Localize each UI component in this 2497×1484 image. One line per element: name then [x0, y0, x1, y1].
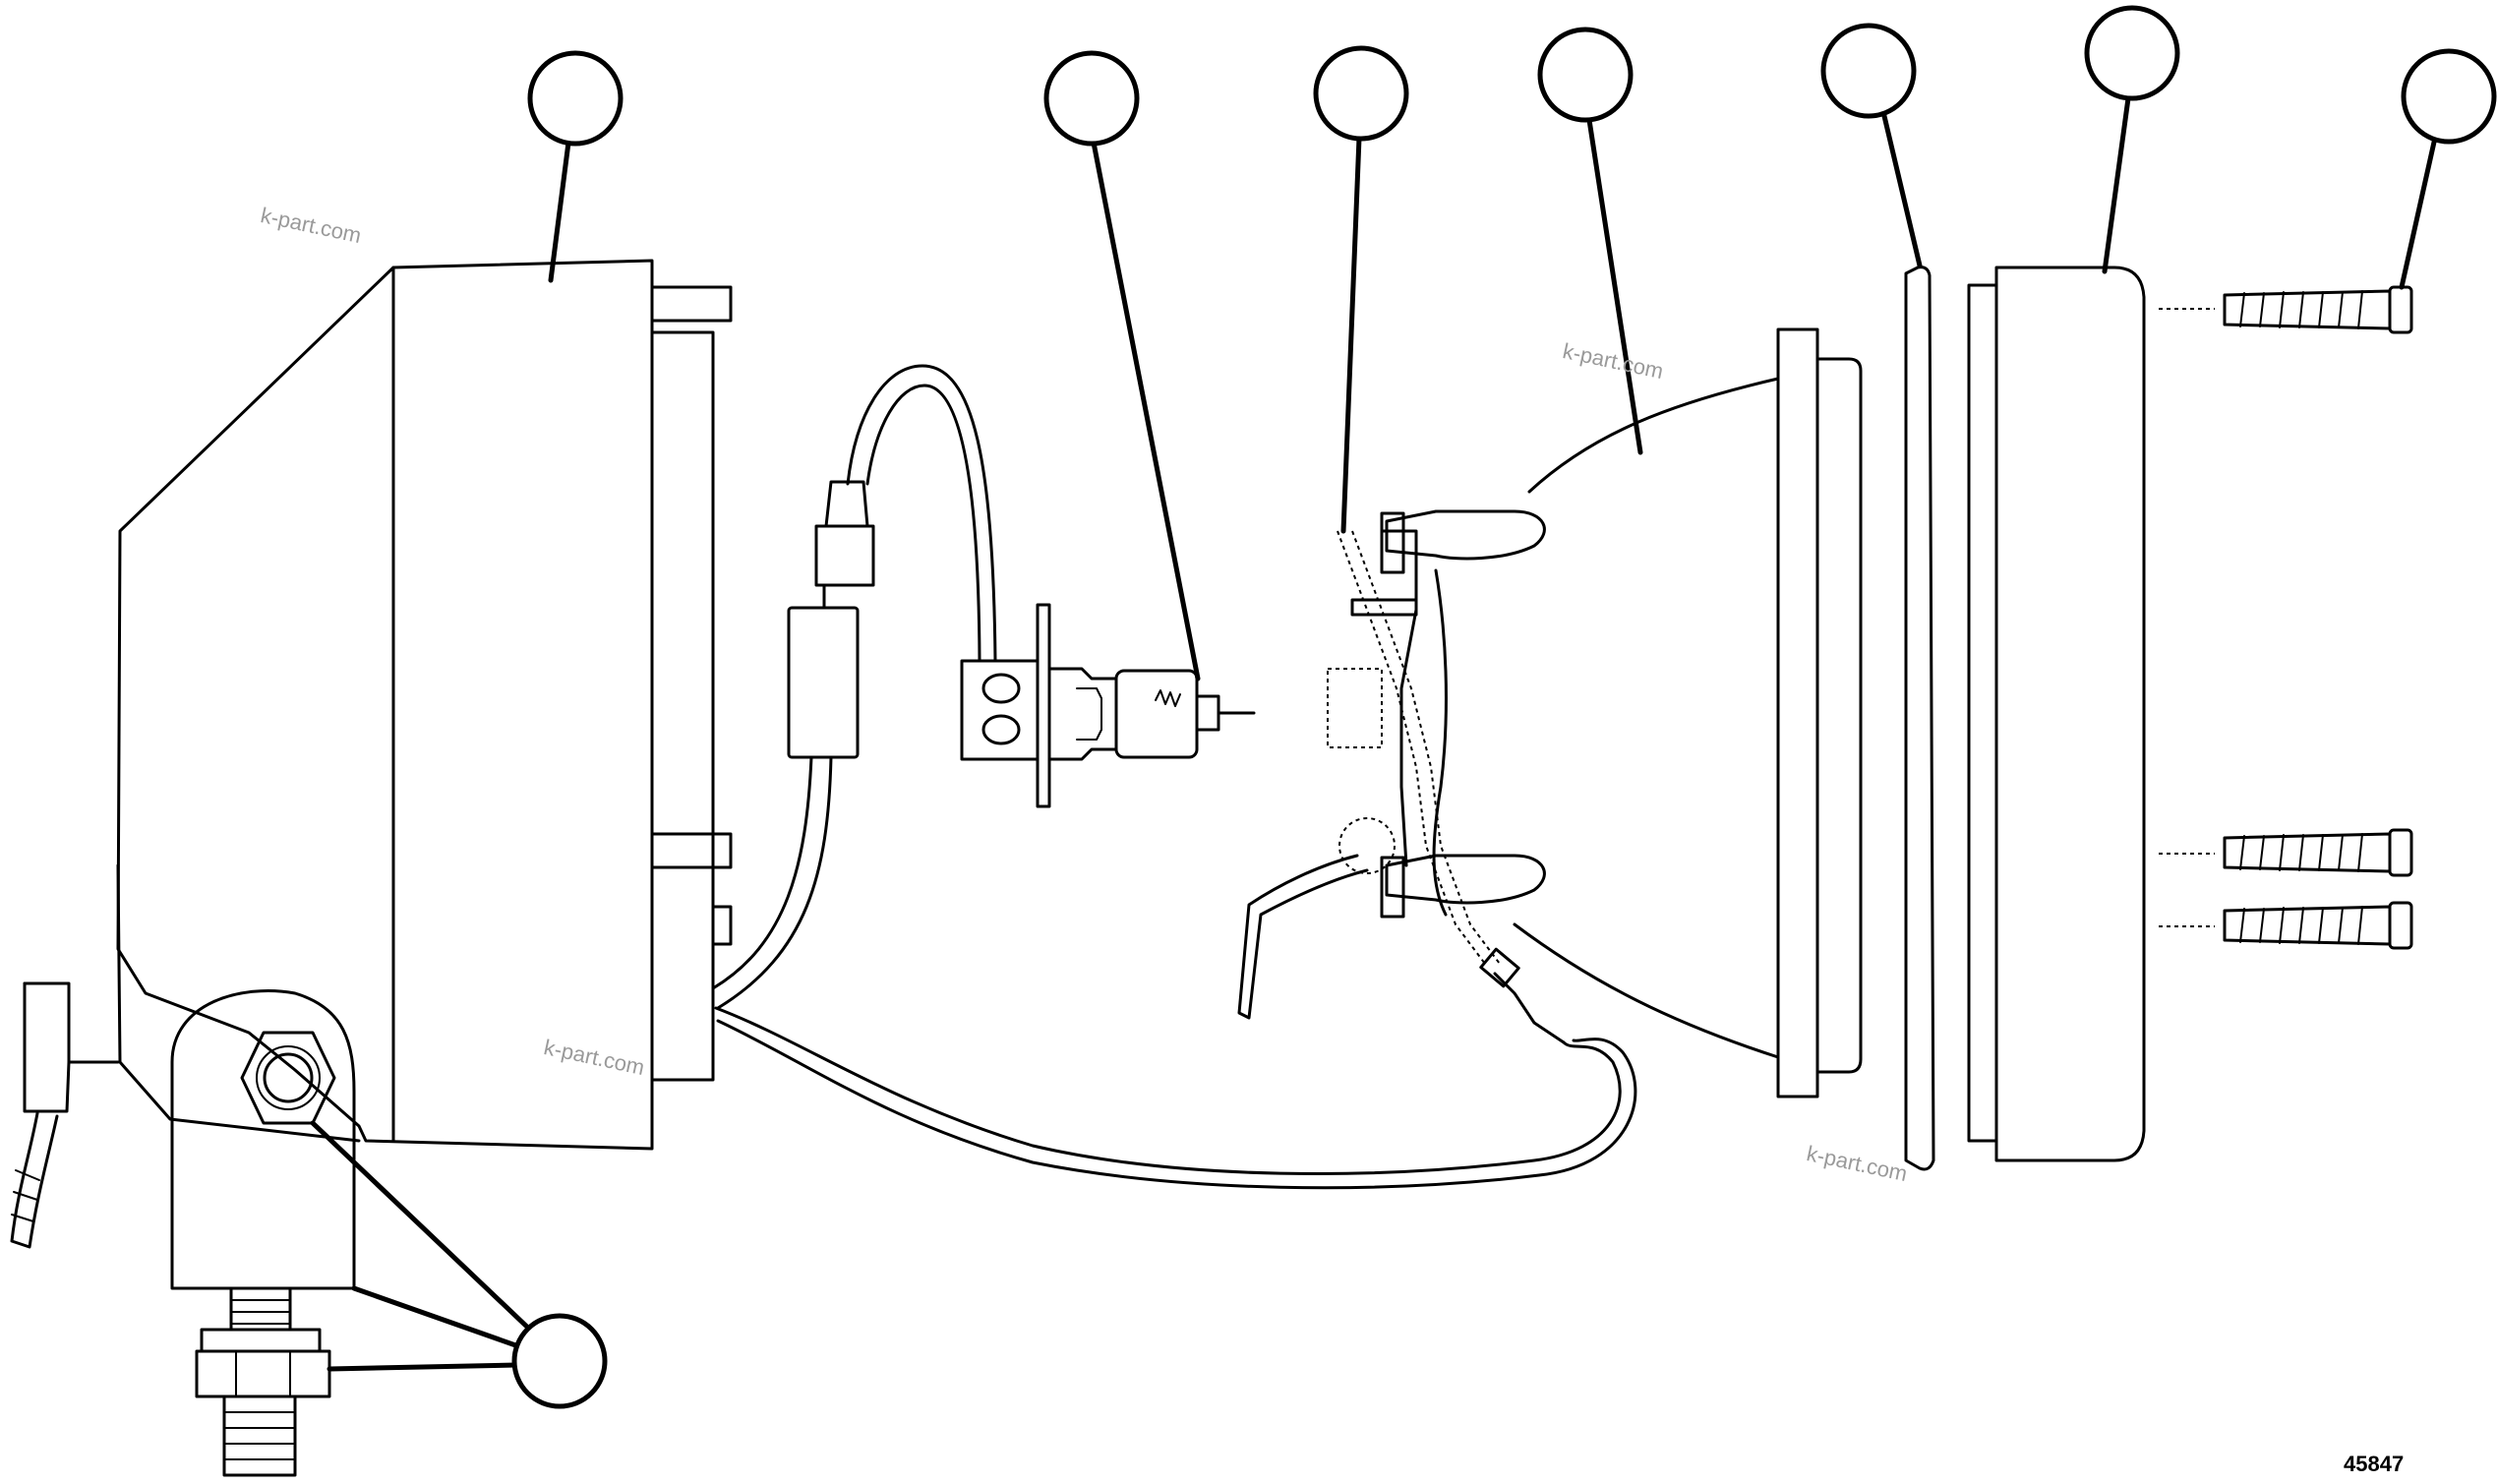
callout-reflector-lens — [1537, 27, 1634, 123]
wiring-harness — [711, 364, 1637, 1190]
callout-mounting-hardware — [511, 1313, 608, 1409]
headlight-housing — [10, 259, 733, 1477]
callout-housing — [527, 50, 624, 147]
callout-gasket — [1820, 23, 1917, 119]
callout-bulb-retainer-clip — [1313, 45, 1409, 142]
screw-middle — [2159, 828, 2413, 877]
bezel — [1967, 266, 2146, 1162]
callout-wiring-harness-bulb — [1043, 50, 1140, 147]
bulb-retainer-clip — [1327, 530, 1501, 965]
reflector — [1237, 327, 1863, 1098]
screw-bottom — [2159, 901, 2413, 950]
leader-lines — [310, 95, 2438, 1372]
screws — [2159, 285, 2413, 950]
figure-number: 45847 — [2344, 1452, 2405, 1476]
callout-circles — [511, 5, 2497, 1409]
bulb-assembly — [960, 603, 1256, 808]
gasket — [1904, 266, 1935, 1171]
screw-top — [2159, 285, 2413, 334]
callout-screws — [2401, 48, 2497, 145]
callout-bezel — [2084, 5, 2180, 101]
